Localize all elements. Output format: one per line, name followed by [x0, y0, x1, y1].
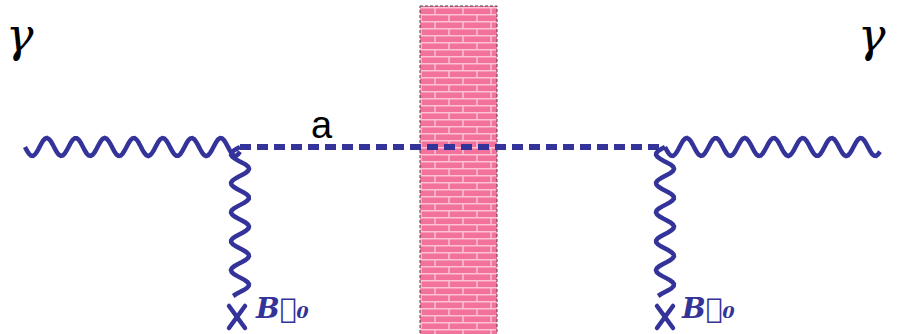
field-symbol: B⃗₀: [682, 292, 735, 325]
field-cross: [657, 306, 673, 328]
photon-line: [665, 138, 880, 156]
field-symbol: B⃗₀: [256, 292, 309, 325]
photon-symbol: γ: [858, 8, 886, 62]
photon-line: [656, 147, 674, 296]
field-cross: [229, 306, 245, 328]
photon-line: [231, 147, 249, 296]
axion-symbol: a: [311, 104, 332, 147]
photon-symbol: γ: [6, 8, 34, 62]
axion-line: [240, 144, 665, 150]
photon-line: [25, 138, 240, 156]
wall: [420, 6, 497, 334]
